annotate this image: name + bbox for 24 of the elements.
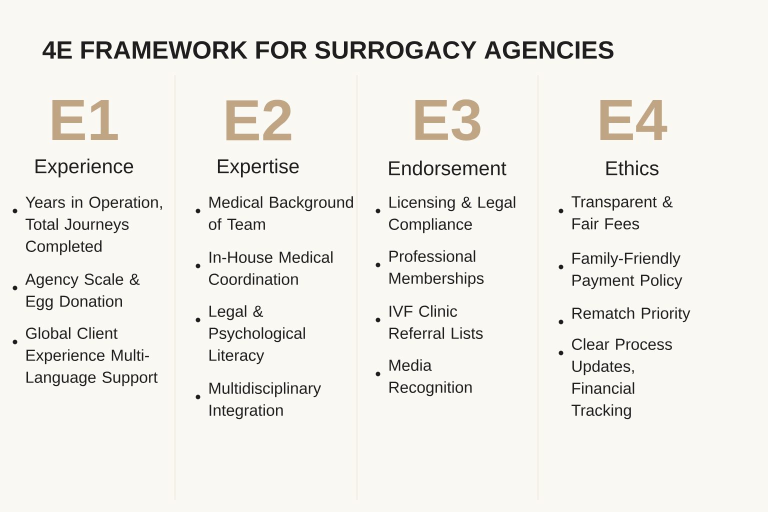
column-heading: Expertise [218,158,299,178]
bullet-item: Clear Process Updates, Financial Tracking [572,338,672,420]
column-number: E2 [226,100,292,140]
bullet-item: Transparent & Fair Fees [572,196,673,230]
bullet-item: Family-Friendly Payment Policy [572,252,682,290]
column-heading: Experience [36,158,134,178]
bullet-item: Media Recognition [390,359,472,396]
column-heading: Endorsement [389,160,506,176]
bullet-item: Multidisciplinary Integration [210,382,322,420]
bullet-item: Global Client Experience Multi-Language Support [26,327,158,386]
column-number: E1 [52,100,118,140]
bullet-item: Years in Operation, Total Journeys Completed [26,196,162,256]
bullet-item: Professional Memberships [390,250,484,288]
column-number: E4 [600,100,668,140]
title: 4E FRAMEWORK FOR SURROGACY AGENCIES [42,41,614,59]
bullet-item: In-House Medical Coordination [209,251,332,285]
bullet-item: Licensing & Legal Compliance [389,196,516,234]
bullet-item: Rematch Priority [572,307,690,322]
bullet-item: Legal & Psychological Literacy [210,305,305,364]
bullet-item: Agency Scale & Egg Donation [25,273,140,310]
column-number: E3 [415,99,480,141]
bullet-item: IVF Clinic Referral Lists [390,305,483,339]
column-heading: Ethics [606,160,658,176]
bullet-item: Medical Background of Team [208,196,353,230]
